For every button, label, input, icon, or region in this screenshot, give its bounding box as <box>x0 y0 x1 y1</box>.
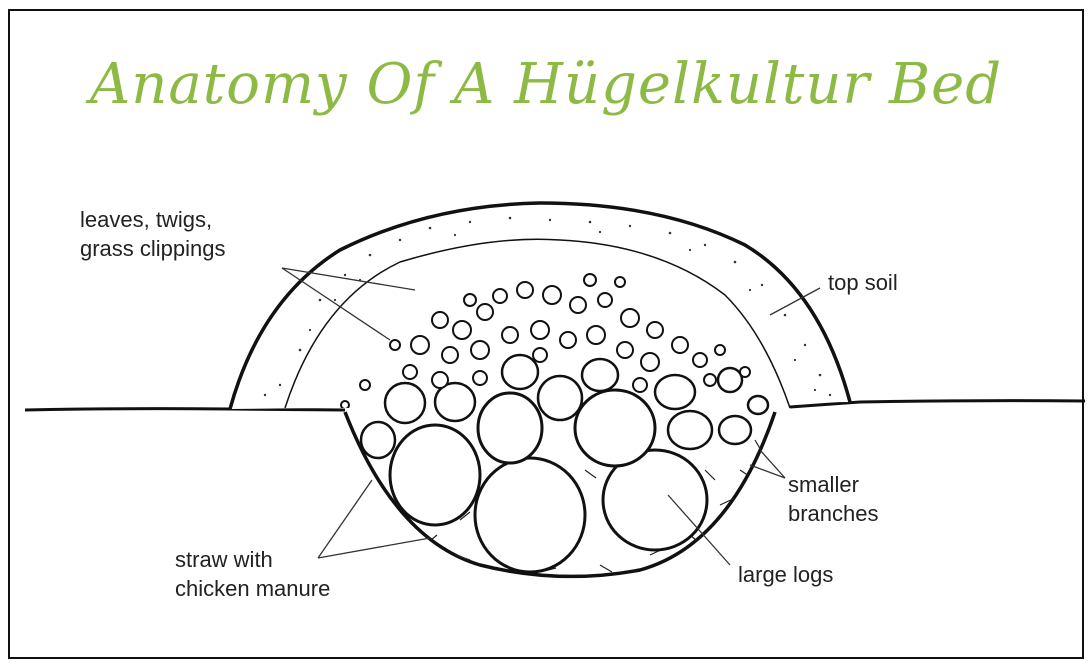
label-smaller-branches-line1: smaller <box>788 470 879 499</box>
label-smaller-branches-line2: branches <box>788 499 879 528</box>
label-straw-line2: chicken manure <box>175 574 330 603</box>
label-top-soil: top soil <box>828 268 898 297</box>
top-soil-layer <box>230 203 850 409</box>
label-straw: straw with chicken manure <box>175 545 330 603</box>
label-leaves-line1: leaves, twigs, <box>80 205 226 234</box>
label-smaller-branches: smaller branches <box>788 470 879 528</box>
label-leaves: leaves, twigs, grass clippings <box>80 205 226 263</box>
label-large-logs: large logs <box>738 560 833 589</box>
label-straw-line1: straw with <box>175 545 330 574</box>
label-leaves-line2: grass clippings <box>80 234 226 263</box>
